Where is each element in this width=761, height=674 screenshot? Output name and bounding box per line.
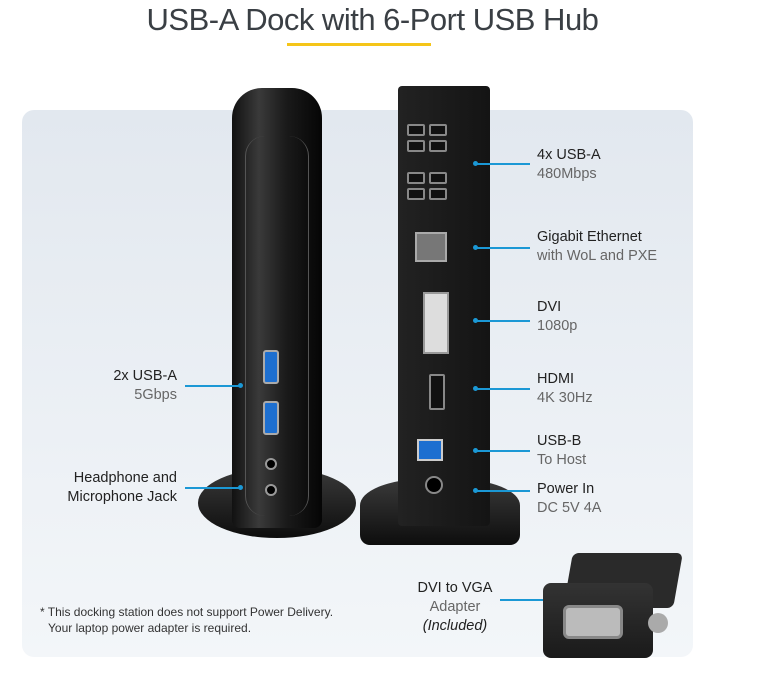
footnote: * This docking station does not support … bbox=[40, 604, 333, 636]
footnote-line: Your laptop power adapter is required. bbox=[48, 621, 252, 635]
label-power: Power In DC 5V 4A bbox=[537, 480, 601, 518]
label-sub: To Host bbox=[537, 452, 587, 468]
label-adapter: DVI to VGA Adapter (Included) bbox=[405, 579, 505, 636]
label-sub: Microphone Jack bbox=[67, 489, 177, 505]
label-usb-a-front: 2x USB-A 5Gbps bbox=[113, 367, 177, 405]
footnote-line: * This docking station does not support … bbox=[40, 605, 334, 619]
label-title: DVI bbox=[537, 299, 562, 315]
label-sub: 4K 30Hz bbox=[537, 390, 593, 406]
label-title: DVI to VGA bbox=[417, 580, 493, 596]
label-sub: 1080p bbox=[537, 318, 578, 334]
label-dvi: DVI 1080p bbox=[537, 298, 577, 336]
front-dock-image bbox=[195, 86, 360, 546]
label-title: USB-B bbox=[537, 433, 582, 449]
back-dock-image bbox=[355, 84, 525, 549]
dvi-vga-adapter-image bbox=[538, 553, 688, 663]
label-title: Gigabit Ethernet bbox=[537, 229, 642, 245]
label-title: Headphone and bbox=[73, 470, 177, 486]
label-title: HDMI bbox=[537, 371, 575, 387]
label-usb-a-back: 4x USB-A 480Mbps bbox=[537, 146, 601, 184]
label-sub: 480Mbps bbox=[537, 166, 597, 182]
page-title: USB-A Dock with 6-Port USB Hub bbox=[146, 2, 599, 37]
label-sub: with WoL and PXE bbox=[537, 248, 658, 264]
label-title: 2x USB-A bbox=[113, 368, 177, 384]
label-note: (Included) bbox=[422, 618, 488, 634]
label-hdmi: HDMI 4K 30Hz bbox=[537, 370, 593, 408]
label-sub: 5Gbps bbox=[134, 387, 177, 403]
label-usb-b: USB-B To Host bbox=[537, 432, 586, 470]
title-underline bbox=[287, 43, 431, 46]
label-sub: DC 5V 4A bbox=[537, 500, 602, 516]
label-title: Power In bbox=[537, 481, 595, 497]
label-sub: Adapter bbox=[429, 599, 481, 615]
label-ethernet: Gigabit Ethernet with WoL and PXE bbox=[537, 228, 657, 266]
label-title: 4x USB-A bbox=[537, 147, 601, 163]
